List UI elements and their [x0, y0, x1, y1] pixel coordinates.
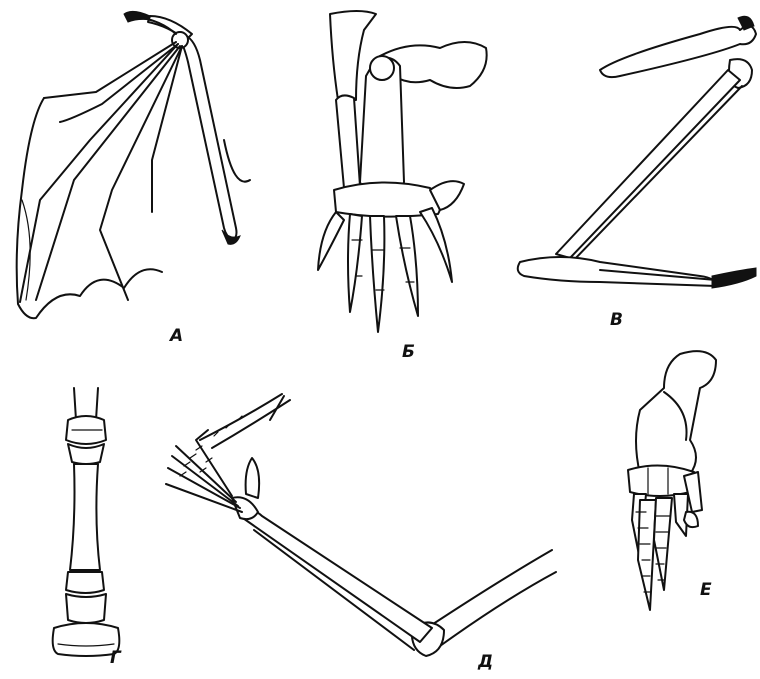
horse-leg-skeleton [53, 388, 120, 656]
panel-label-a: А [170, 328, 183, 345]
mole-forelimb-skeleton [318, 11, 487, 332]
human-arm-skeleton [166, 394, 556, 656]
panel-label-e: Е [700, 582, 712, 599]
bird-wing-skeleton [518, 16, 756, 288]
bat-wing-skeleton [17, 11, 250, 318]
seal-flipper-skeleton [628, 351, 716, 610]
panel-label-d: Д [478, 654, 493, 671]
panel-label-b: Б [402, 344, 415, 361]
panel-label-v: В [610, 312, 623, 329]
panel-label-g: Г [110, 650, 121, 667]
